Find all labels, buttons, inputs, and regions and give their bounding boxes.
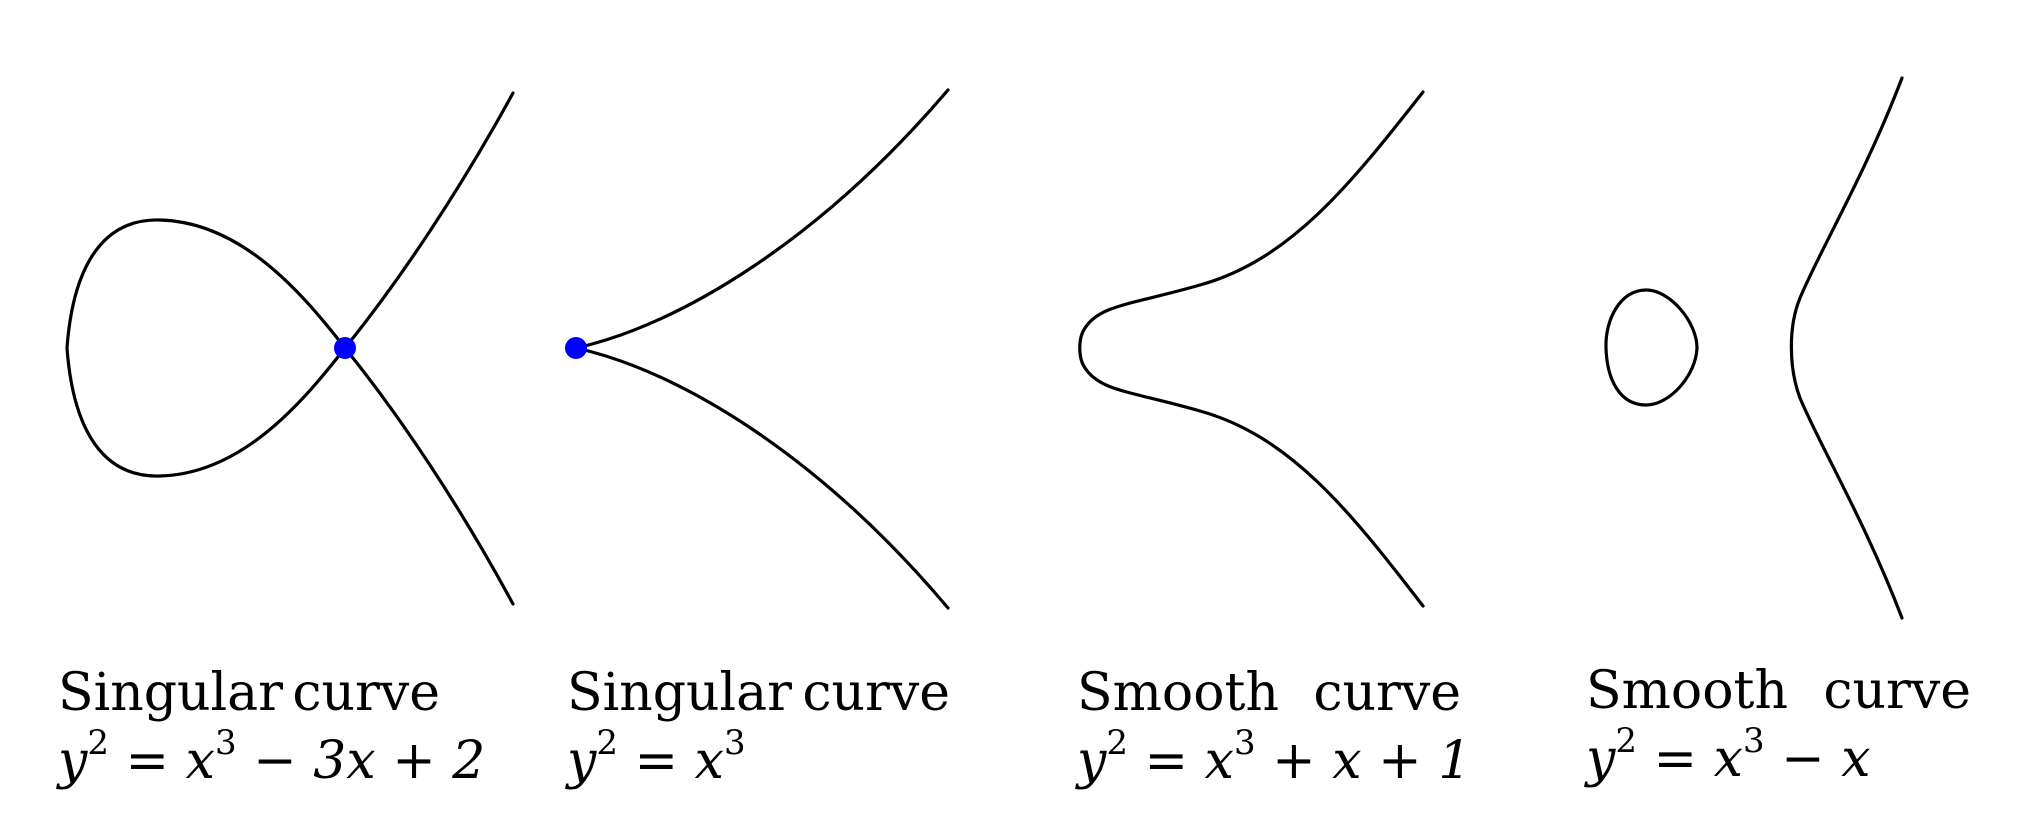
- panel-2-plot: [565, 88, 950, 610]
- panel-4-equation: y2 = x3 − x: [1586, 721, 1871, 789]
- panel-4-title: Smooth curve: [1586, 657, 1971, 725]
- nodal-curve-lower-branch: [343, 346, 515, 606]
- panel-1-plot: [65, 91, 515, 606]
- cusp-curve-lower-branch: [574, 346, 950, 610]
- panel-4-caption: Smooth curve y2 = x3 − x: [1586, 657, 1971, 793]
- panel-3-caption: Smooth curve y2 = x3 + x + 1: [1077, 659, 1472, 795]
- title-word: Smooth: [1077, 663, 1279, 723]
- title-word: Singular: [567, 663, 793, 723]
- panel-1-title: Singular curve: [58, 659, 440, 727]
- title-word: curve: [802, 663, 950, 723]
- panel-2-title: Singular curve: [567, 659, 950, 727]
- title-word: Smooth: [1586, 661, 1788, 721]
- nodal-curve-upper-branch: [343, 91, 515, 350]
- cusp-curve-upper-branch: [574, 88, 950, 350]
- title-word: curve: [1313, 663, 1461, 723]
- panel-1-caption: Singular curve y2 = x3 − 3x + 2: [58, 659, 486, 795]
- panel-3-equation: y2 = x3 + x + 1: [1077, 723, 1472, 791]
- panel-4-plot: [1604, 76, 1904, 620]
- smooth-curve-oval-component: [1604, 288, 1699, 407]
- singular-point-node: [334, 337, 356, 359]
- smooth-curve-one-component: [1078, 90, 1425, 608]
- panel-3-title: Smooth curve: [1077, 659, 1461, 727]
- singular-point-cusp: [565, 337, 587, 359]
- panel-2-equation: y2 = x3: [567, 723, 746, 791]
- panel-1-equation: y2 = x3 − 3x + 2: [58, 723, 486, 791]
- panel-3-plot: [1078, 90, 1425, 608]
- title-word: curve: [1823, 661, 1971, 721]
- panel-2-caption: Singular curve y2 = x3: [567, 659, 950, 795]
- title-word: Singular: [58, 663, 284, 723]
- nodal-curve-loop: [65, 218, 347, 478]
- smooth-curve-unbounded-component: [1789, 76, 1904, 620]
- title-word: curve: [292, 663, 440, 723]
